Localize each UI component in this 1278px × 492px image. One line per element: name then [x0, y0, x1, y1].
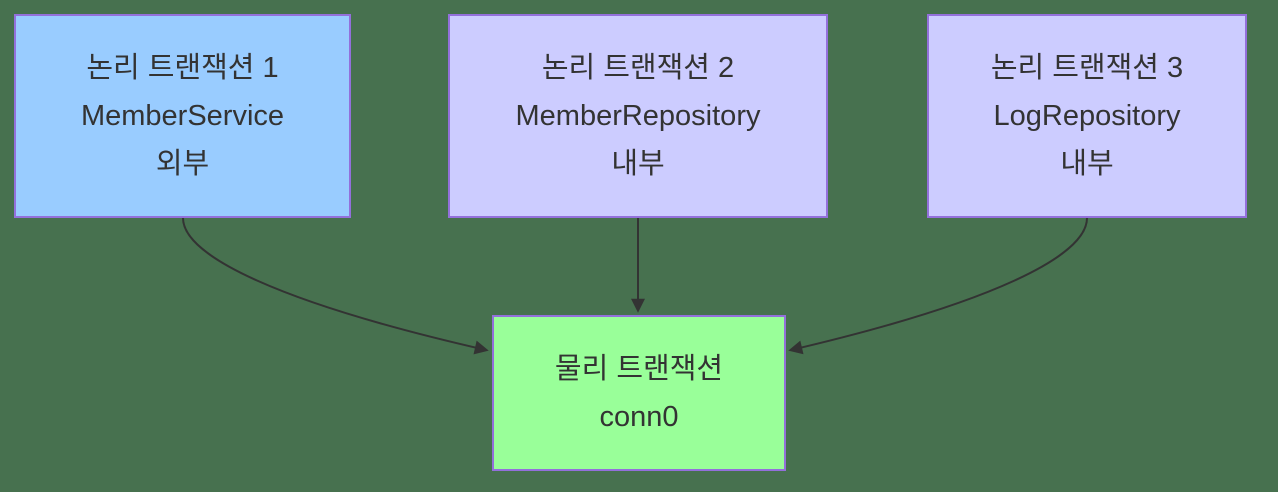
node-logical-tx-3: 논리 트랜잭션 3 LogRepository 내부: [927, 14, 1247, 218]
node-physical-tx-line-2: conn0: [599, 401, 679, 433]
node-logical-tx-1: 논리 트랜잭션 1 MemberService 외부: [14, 14, 351, 218]
node-logical-tx-2-line-1: 논리 트랜잭션 2: [541, 52, 735, 84]
node-logical-tx-3-line-2: LogRepository: [993, 100, 1181, 132]
node-logical-tx-2-line-3: 내부: [611, 148, 665, 180]
edge-logical-tx-3-to-physical-tx: [788, 217, 1088, 355]
node-logical-tx-3-line-1: 논리 트랜잭션 3: [990, 52, 1184, 84]
node-logical-tx-1-line-3: 외부: [155, 148, 210, 180]
node-logical-tx-2: 논리 트랜잭션 2 MemberRepository 내부: [448, 14, 828, 218]
node-physical-tx: 물리 트랜잭션 conn0: [492, 315, 786, 471]
edge-logical-tx-1-to-physical-tx: [182, 217, 489, 355]
node-physical-tx-line-1: 물리 트랜잭션: [554, 353, 724, 385]
node-logical-tx-3-line-3: 내부: [1060, 148, 1114, 180]
node-logical-tx-1-line-2: MemberService: [80, 100, 285, 132]
node-logical-tx-2-line-2: MemberRepository: [515, 100, 761, 132]
node-logical-tx-1-line-1: 논리 트랜잭션 1: [86, 52, 279, 84]
